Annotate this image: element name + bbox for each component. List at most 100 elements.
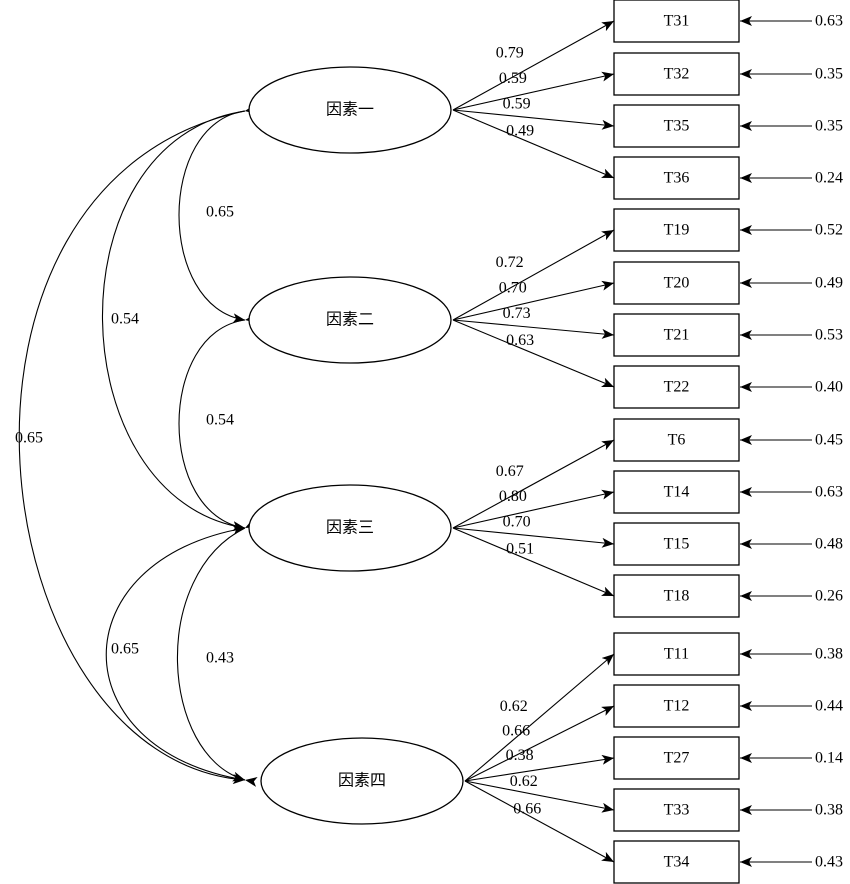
loading-label-T34: 0.66: [513, 800, 541, 817]
loading-arrow-T6: [452, 439, 615, 529]
error-value-T20: 0.49: [815, 275, 843, 292]
item-node-T34: T34 0.43: [613, 840, 843, 884]
correlation-label: 0.43: [206, 650, 234, 667]
error-value-T14: 0.63: [815, 484, 843, 501]
correlation-label: 0.65: [206, 204, 234, 221]
loading-label-T20: 0.70: [499, 279, 527, 296]
factor-label: 因素一: [326, 101, 374, 119]
item-label: T32: [664, 66, 690, 83]
loading-arrow-T20: [452, 280, 615, 321]
loading-label-T32: 0.59: [499, 70, 527, 87]
item-node-T36: T36 0.24: [613, 156, 843, 200]
item-box: [613, 632, 740, 676]
item-box: [613, 156, 740, 200]
loading-label-T27: 0.38: [506, 747, 534, 764]
factor-node-f3: 因素三: [248, 484, 452, 572]
error-value-T35: 0.35: [815, 118, 843, 135]
correlation-arc-f2-f3: [178, 313, 258, 532]
item-label: T12: [664, 698, 690, 715]
error-value-T34: 0.43: [815, 854, 843, 871]
correlation-label: 0.65: [111, 641, 139, 658]
item-label: T34: [664, 854, 690, 871]
correlation-arc-f4-f3: [105, 525, 258, 787]
item-label: T11: [664, 646, 689, 663]
loading-arrow-T19: [452, 229, 615, 321]
item-label: T19: [664, 222, 690, 239]
error-value-T19: 0.52: [815, 222, 843, 239]
loading-arrow-T34: [464, 780, 615, 863]
loading-label-T19: 0.72: [496, 254, 524, 271]
factor-label: 因素二: [326, 311, 374, 329]
factor-label: 因素三: [326, 519, 374, 537]
item-label: T33: [664, 802, 690, 819]
item-node-T22: T22 0.40: [613, 365, 843, 409]
loading-arrow-T27: [464, 754, 615, 782]
factor-ellipse: [248, 484, 452, 572]
item-box: [613, 684, 740, 728]
item-node-T31: T31 0.63: [613, 0, 843, 43]
correlation-label: 0.54: [111, 311, 139, 328]
loading-label-T18: 0.51: [506, 540, 534, 557]
item-label: T31: [664, 13, 690, 30]
item-box: [613, 470, 740, 514]
loading-arrow-T32: [452, 71, 615, 111]
loading-label-T36: 0.49: [506, 122, 534, 139]
item-box: [613, 104, 740, 148]
loading-label-T15: 0.70: [503, 514, 531, 531]
loading-layer: 0.790.590.590.490.720.700.730.630.670.80…: [452, 16, 812, 867]
item-label: T36: [664, 170, 690, 187]
loading-label-T22: 0.63: [506, 332, 534, 349]
loading-arrow-T18: [452, 527, 615, 597]
item-node-T20: T20 0.49: [613, 261, 843, 305]
item-label: T15: [664, 536, 690, 553]
correlation-arc-f1-f4: [18, 103, 258, 785]
error-value-T18: 0.26: [815, 588, 843, 605]
loading-label-T12: 0.66: [502, 722, 530, 739]
loading-arrow-T15: [452, 527, 615, 548]
item-box: [613, 52, 740, 96]
factor-node-f1: 因素一: [248, 66, 452, 154]
error-value-T31: 0.63: [815, 13, 843, 30]
item-box: [613, 208, 740, 252]
loading-arrow-T11: [464, 653, 615, 782]
item-label: T27: [664, 750, 690, 767]
item-node-T14: T14 0.63: [613, 470, 843, 514]
loading-arrow-T22: [452, 319, 615, 388]
loading-label-T11: 0.62: [500, 698, 528, 715]
error-value-T33: 0.38: [815, 802, 843, 819]
item-node-T19: T19 0.52: [613, 208, 843, 252]
item-box: [613, 418, 740, 462]
error-value-T22: 0.40: [815, 379, 843, 396]
item-label: T14: [664, 484, 690, 501]
item-box: [613, 261, 740, 305]
loading-arrow-T31: [452, 20, 615, 111]
item-box: [613, 574, 740, 618]
loading-label-T14: 0.80: [499, 488, 527, 505]
loading-label-T35: 0.59: [503, 96, 531, 113]
loading-arrow-T35: [452, 109, 615, 130]
factor-ellipse: [248, 66, 452, 154]
loading-label-T6: 0.67: [496, 463, 524, 480]
item-box: [613, 788, 740, 832]
loading-arrow-T36: [452, 109, 615, 179]
loading-label-T31: 0.79: [496, 44, 524, 61]
item-label: T20: [664, 275, 690, 292]
loading-arrow-T21: [452, 319, 615, 339]
correlation-arc-f3-f4: [176, 518, 258, 782]
item-node-T33: T33 0.38: [613, 788, 843, 832]
item-label: T22: [664, 379, 690, 396]
loading-arrow-T33: [464, 780, 615, 813]
correlation-arc-f1-f3: [101, 104, 258, 532]
error-value-T27: 0.14: [815, 750, 843, 767]
item-label: T35: [664, 118, 690, 135]
factor-label: 因素四: [338, 772, 386, 790]
error-value-T36: 0.24: [815, 170, 843, 187]
error-value-T32: 0.35: [815, 66, 843, 83]
item-node-T35: T35 0.35: [613, 104, 843, 148]
correlation-label: 0.65: [15, 430, 43, 447]
